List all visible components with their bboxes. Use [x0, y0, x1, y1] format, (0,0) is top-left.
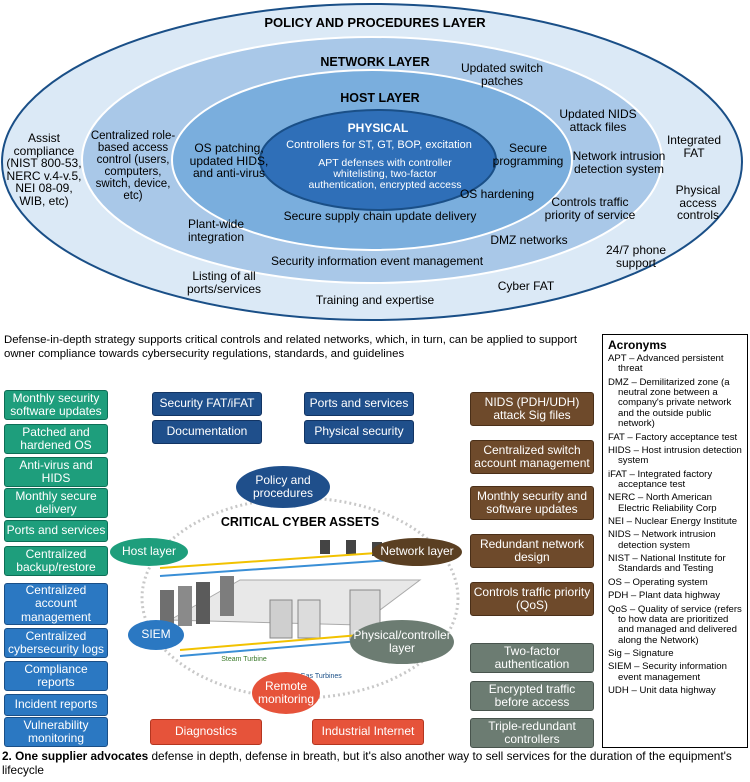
box-traffic-qos: Controls traffic priority (QoS) [470, 582, 594, 616]
acronyms-panel [602, 334, 748, 748]
caption-bottom: 2. One supplier advocates defense in dep… [2, 749, 746, 777]
box-patched-os: Patched and hardened OS [4, 424, 108, 454]
network-plant-wide: Plant-wide integration [187, 217, 245, 244]
cabinet-4 [220, 576, 234, 616]
policy-layer-title: POLICY AND PROCEDURES LAYER [264, 15, 486, 30]
policy-phone-support: 24/7 phone support [605, 243, 667, 270]
acronyms-title: Acronyms [608, 338, 667, 352]
box-antivirus-hids: Anti-virus and HIDS [4, 457, 108, 487]
acronym-qos: QoS – Quality of service (refers to how … [608, 603, 742, 646]
oval-siem: SIEM [128, 620, 184, 650]
host-supply-chain: Secure supply chain update delivery [283, 209, 477, 223]
critical-assets-title: CRITICAL CYBER ASSETS [220, 515, 380, 529]
acronym-nids: NIDS – Network intrusion detection syste… [608, 529, 716, 551]
acronym-nei: NEI – Nuclear Energy Institute [608, 516, 738, 528]
network-switch-patches: Updated switch patches [460, 61, 544, 88]
host-os-patching: OS patching, updated HIDS, and anti-viru… [189, 141, 269, 181]
physical-layer-title: PHYSICAL [347, 121, 409, 135]
acronym-apt: APT – Advanced persistent threat [608, 353, 724, 375]
policy-physical-access: Physical access controls [675, 183, 721, 223]
cabinet-2 [178, 586, 192, 626]
network-rbac: Centralized role-based access control (u… [90, 130, 176, 203]
box-redundant-network: Redundant network design [470, 534, 594, 568]
cabinet-5 [269, 599, 293, 639]
box-encrypted-traffic: Encrypted traffic before access [470, 681, 594, 711]
box-ports-services-top: Ports and services [304, 392, 414, 416]
box-compliance-reports: Compliance reports [4, 661, 108, 691]
box-monthly-security-software: Monthly security and software updates [470, 486, 594, 520]
network-traffic-priority: Controls traffic priority of service [544, 195, 636, 222]
acronym-nist: NIST – National Institute for Standards … [608, 553, 726, 575]
caption-top: Defense-in-depth strategy supports criti… [4, 334, 578, 360]
network-dmz: DMZ networks [490, 233, 568, 247]
oval-remote-monitoring: Remote monitoring [252, 672, 320, 714]
equipment-illustration [159, 540, 422, 657]
acronym-dmz: DMZ – Demilitarized zone (a neutral zone… [608, 376, 732, 430]
caption-bottom-bold: 2. One supplier advocates [2, 749, 149, 763]
host-secure-programming: Secure programming [492, 141, 564, 168]
box-ports-services-left: Ports and services [4, 520, 108, 542]
physical-layer-ellipse [259, 109, 497, 211]
acronym-os: OS – Operating system [608, 576, 708, 588]
box-monthly-secure-delivery: Monthly secure delivery [4, 488, 108, 518]
workstation-1 [320, 540, 330, 554]
cabinet-6 [297, 599, 321, 639]
acronym-udh: UDH – Unit data highway [608, 685, 716, 697]
steam-turbine-label: Steam Turbine [221, 656, 267, 663]
acronym-nerc: NERC – North American Electric Reliabili… [608, 492, 717, 514]
cabinet-1 [160, 590, 174, 626]
box-incident-reports: Incident reports [4, 694, 108, 716]
acronym-ifat: iFAT – Integrated factory acceptance tes… [608, 468, 713, 490]
gas-turbines-label: Gas Turbines [300, 673, 342, 680]
box-diagnostics: Diagnostics [150, 719, 262, 745]
acronym-hids: HIDS – Host intrusion detection system [608, 444, 742, 467]
workstation-2 [346, 540, 356, 554]
cabinet-3 [196, 582, 210, 624]
box-centralized-backup: Centralized backup/restore [4, 546, 108, 576]
network-layer-title: NETWORK LAYER [320, 55, 430, 69]
box-cybersecurity-logs: Centralized cybersecurity logs [4, 628, 108, 658]
host-layer-title: HOST LAYER [340, 91, 420, 105]
acronym-pdh: PDH – Plant data highway [608, 590, 720, 602]
box-nids-files: NIDS (PDH/UDH) attack Sig files [470, 392, 594, 426]
caption-bottom-rest: defense in depth, defense in breath, but… [2, 749, 732, 777]
policy-integrated-fat: Integrated FAT [666, 133, 722, 160]
box-triple-redundant: Triple-redundant controllers [470, 718, 594, 748]
oval-policy: Policy and procedures [236, 466, 330, 508]
policy-cyber-fat: Cyber FAT [497, 279, 555, 293]
box-monthly-security-updates: Monthly security software updates [4, 390, 108, 420]
acronym-siem: SIEM – Security information event manage… [608, 661, 727, 683]
policy-training: Training and expertise [315, 293, 435, 307]
network-nids: Network intrusion detection system [572, 149, 666, 176]
policy-compliance: Assist compliance (NIST 800-53, NERC v.4… [6, 131, 82, 208]
acronym-fat: FAT – Factory acceptance test [608, 431, 738, 443]
policy-ports-list: Listing of all ports/services [186, 269, 262, 296]
box-industrial-internet: Industrial Internet [312, 719, 424, 745]
network-nids-files: Updated NIDS attack files [559, 107, 637, 134]
box-security-fat: Security FAT/iFAT [152, 392, 262, 416]
oval-physical-controller: Physical/controller layer [350, 620, 454, 664]
oval-host-layer: Host layer [110, 538, 188, 566]
physical-apt-text: APT defenses with controller whitelistin… [308, 157, 462, 192]
box-vulnerability-monitoring: Vulnerability monitoring [4, 717, 108, 747]
box-physical-security: Physical security [304, 420, 414, 444]
box-two-factor: Two-factor authentication [470, 643, 594, 673]
acronym-sig: Sig – Signature [608, 647, 674, 659]
physical-controllers-text: Controllers for ST, GT, BOP, excitation [286, 139, 472, 151]
box-switch-account: Centralized switch account management [470, 440, 594, 474]
network-siem: Security information event management [270, 254, 484, 268]
host-os-hardening: OS hardening [459, 187, 535, 201]
oval-network-layer: Network layer [372, 538, 462, 566]
acronyms-list: APT – Advanced persistent threat DMZ – D… [608, 353, 746, 699]
layer-diagram [1, 3, 743, 321]
box-documentation: Documentation [152, 420, 262, 444]
box-account-management: Centralized account management [4, 583, 108, 625]
